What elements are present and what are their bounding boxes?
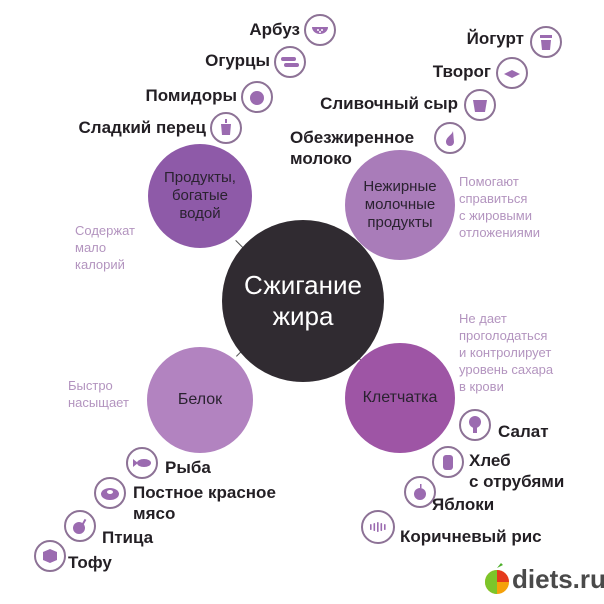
item-lettuce: Салат	[498, 422, 549, 441]
note-water: Содержат мало калорий	[75, 222, 135, 273]
milk-drop-icon	[434, 122, 466, 154]
logo-text: diets.ru	[512, 563, 604, 594]
hub-fiber: Клетчатка	[345, 343, 455, 453]
note-line: мало	[75, 240, 107, 255]
note-line: Содержат	[75, 223, 135, 238]
item-poultry: Птица	[102, 528, 154, 547]
item-sweet-pepper: Сладкий перец	[78, 118, 206, 137]
tomato-icon	[241, 81, 273, 113]
note-fiber: Не дает проголодаться и контролирует уровен…	[459, 310, 553, 395]
logo: diets.ru	[482, 562, 604, 596]
item-skim-milk: Обезжиренное молоко	[290, 127, 414, 169]
center-title-2: жира	[272, 301, 334, 331]
item-cottage-cheese: Творог	[432, 62, 491, 81]
item-lean-red-meat: Постное красное мясо	[133, 482, 276, 524]
fish-icon	[126, 447, 158, 479]
note-line: отложениями	[459, 225, 541, 240]
item-cucumbers: Огурцы	[205, 51, 270, 70]
item-line: молоко	[290, 149, 352, 168]
item-tomatoes: Помидоры	[145, 86, 237, 105]
hub-label: Клетчатка	[362, 389, 438, 407]
bread-icon	[432, 446, 464, 478]
hub-label: Продукты,	[164, 169, 236, 186]
apple-logo-icon	[485, 563, 509, 594]
item-watermelon: Арбуз	[249, 20, 300, 39]
note-line: насыщает	[68, 395, 129, 410]
item-tofu: Тофу	[68, 553, 112, 572]
item-yogurt: Йогурт	[466, 29, 524, 48]
hub-label: молочные	[364, 196, 436, 213]
note-line: и контролирует	[459, 345, 552, 360]
apple-icon	[404, 476, 436, 508]
hub-label: Нежирные	[363, 178, 437, 195]
note-line: Быстро	[68, 378, 113, 393]
item-line: Постное красное	[133, 483, 276, 502]
note-line: справиться	[459, 191, 528, 206]
rice-icon	[361, 510, 395, 544]
center-title-1: Сжигание	[244, 269, 362, 300]
item-line: мясо	[133, 504, 176, 523]
item-line: Хлеб	[469, 451, 511, 470]
item-brown-rice: Коричневый рис	[400, 527, 542, 546]
item-fish: Рыба	[165, 458, 211, 477]
lettuce-icon	[459, 409, 491, 441]
note-line: Не дает	[459, 311, 507, 326]
cucumber-icon	[274, 46, 306, 78]
hub-protein: Белок	[147, 347, 253, 453]
yogurt-icon	[530, 26, 562, 58]
watermelon-icon	[304, 14, 336, 46]
hub-label: водой	[179, 205, 221, 222]
cottage-cheese-icon	[496, 57, 528, 89]
note-line: уровень сахара	[459, 362, 554, 377]
note-line: в крови	[459, 379, 504, 394]
item-line: с отрубями	[469, 472, 565, 491]
hub-label: Белок	[177, 391, 223, 409]
note-line: проголодаться	[459, 328, 548, 343]
hub-label: продукты	[367, 214, 433, 231]
cream-cheese-icon	[464, 89, 496, 121]
poultry-icon	[64, 510, 96, 542]
meat-icon	[94, 477, 126, 509]
item-bran-bread: Хлеб с отрубями	[469, 450, 564, 492]
note-line: Помогают	[459, 174, 519, 189]
item-line: Обезжиренное	[290, 128, 415, 147]
item-apples: Яблоки	[432, 495, 495, 514]
note-protein: Быстро насыщает	[68, 377, 129, 411]
pepper-icon	[210, 112, 242, 144]
note-line: с жировыми	[459, 208, 532, 223]
hub-label: богатые	[171, 187, 229, 204]
note-line: калорий	[75, 257, 125, 272]
tofu-icon	[34, 540, 66, 572]
item-cream-cheese: Сливочный сыр	[320, 94, 458, 113]
note-dairy: Помогают справиться с жировыми отложениями	[459, 173, 540, 241]
